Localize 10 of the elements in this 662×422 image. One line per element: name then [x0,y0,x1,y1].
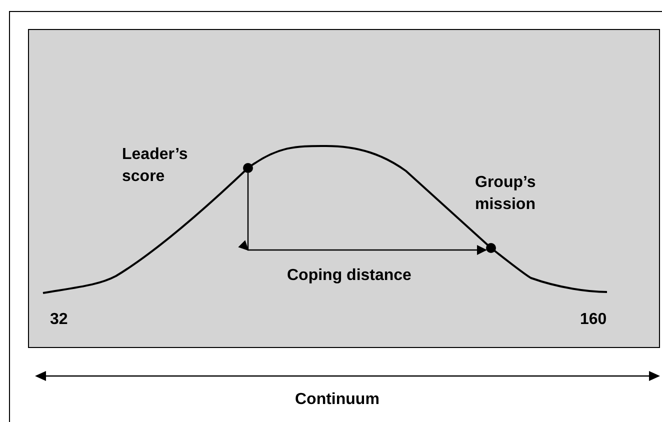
axis-label: Continuum [295,390,380,410]
arrow [238,173,487,255]
axis-value: 160 [580,310,607,330]
axis-value: 32 [50,310,68,330]
point-marker [243,163,253,173]
graph-panel [28,29,660,348]
edge-label: Coping distance [287,266,412,286]
point-label: Leader’s score [122,145,189,187]
point-marker [486,243,496,253]
point-label: Group’s mission [475,173,537,215]
